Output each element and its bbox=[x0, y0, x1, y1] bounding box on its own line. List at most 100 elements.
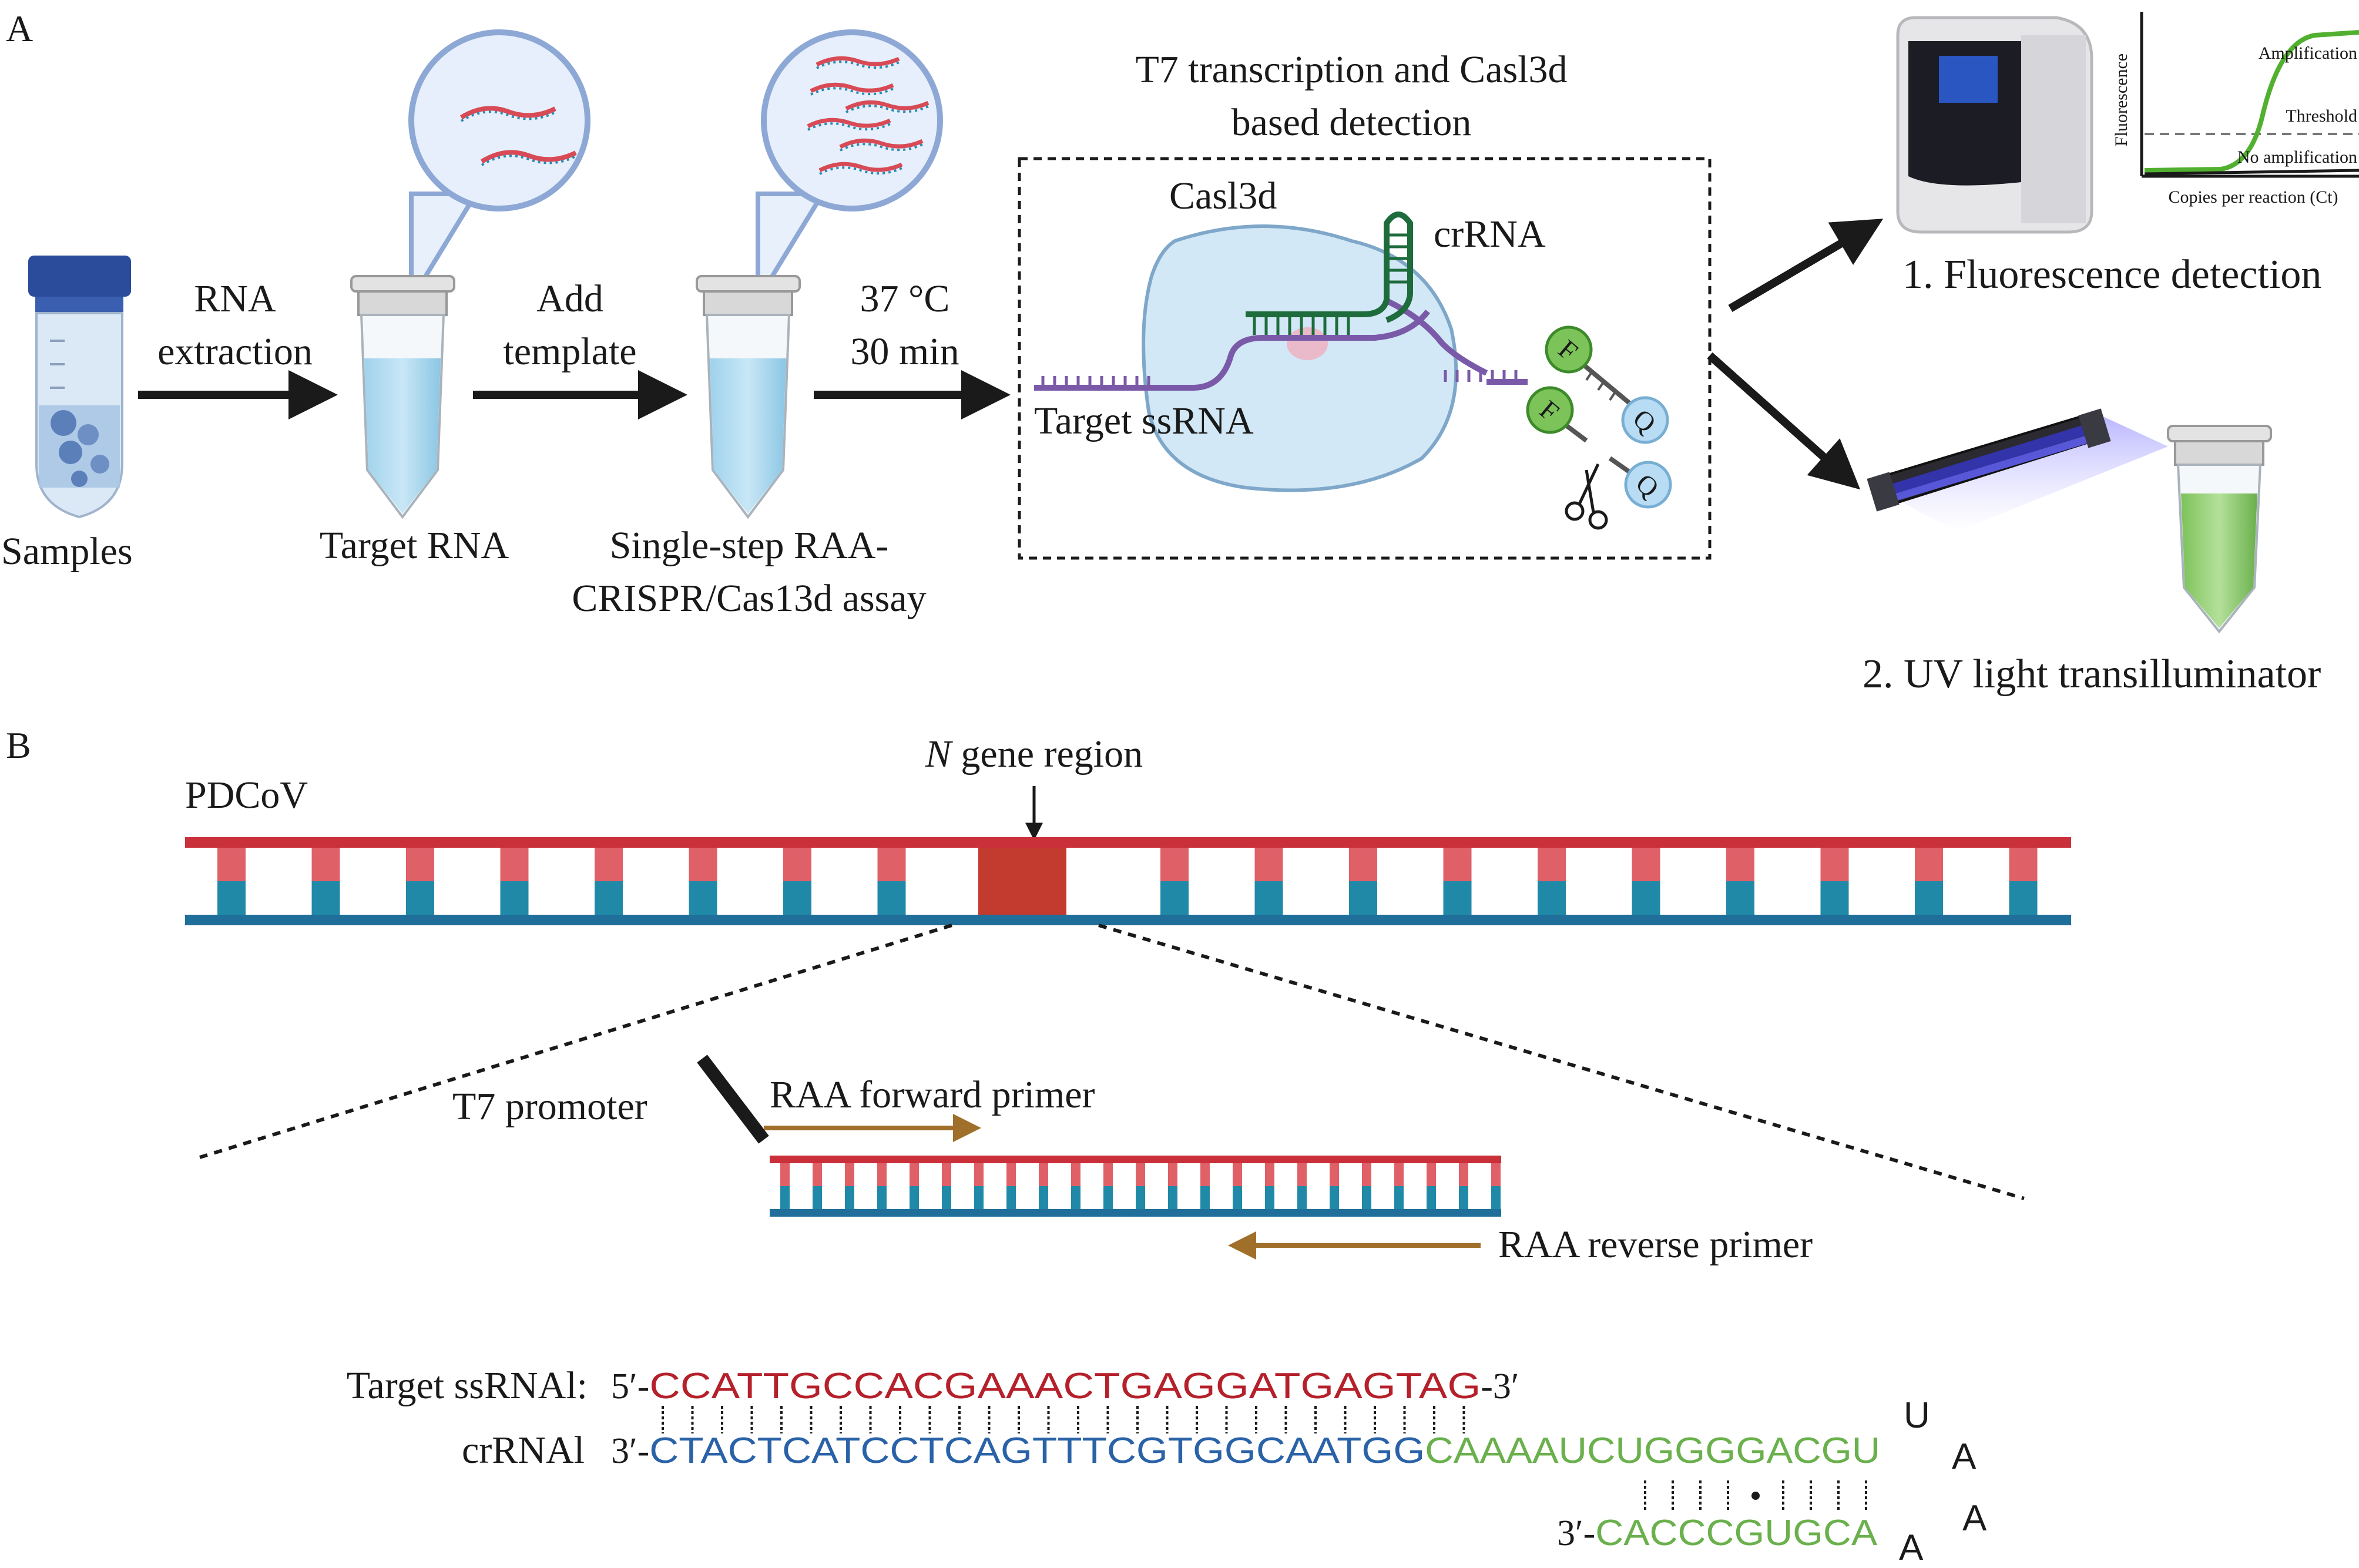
amplicon-rung-bottom bbox=[1200, 1186, 1210, 1209]
plot-no-amplification-label: No amplification bbox=[2237, 147, 2357, 167]
amplification-curve bbox=[2144, 30, 2359, 173]
base-pair-ticks bbox=[662, 1406, 1465, 1433]
genome-rung-top bbox=[1160, 848, 1189, 881]
loop-base-a1: A bbox=[1952, 1436, 1977, 1477]
amplicon-icon bbox=[770, 1156, 1501, 1217]
genome-rung-bottom bbox=[1915, 881, 1943, 915]
fluorescence-detection-label: 1. Fluorescence detection bbox=[1902, 252, 2321, 297]
plot-ylabel: Fluorescence bbox=[2112, 53, 2131, 146]
reporter-cleaved-icon bbox=[1526, 386, 1672, 509]
genome-rung-top bbox=[1632, 848, 1660, 881]
amplicon-rung-bottom bbox=[1330, 1186, 1339, 1209]
genome-rung-bottom bbox=[1254, 881, 1283, 915]
genome-rung-bottom bbox=[217, 881, 246, 915]
amplicon-rung-top bbox=[1459, 1163, 1468, 1186]
reporter-intact-icon bbox=[1545, 325, 1669, 444]
plot-xlabel: Copies per reaction (Ct) bbox=[2168, 187, 2338, 207]
add-template-line1: Add bbox=[536, 277, 603, 320]
crrna-spacer-sequence: CTACTCATCCTCAGTTTCGTGGCAATGG bbox=[649, 1431, 1425, 1471]
amplicon-rung-bottom bbox=[942, 1186, 951, 1209]
hairpin-sequence-line: 3′-CACCCGUGCA bbox=[1557, 1513, 1878, 1553]
genome-rung-bottom bbox=[311, 881, 340, 915]
genome-rung-bottom bbox=[1820, 881, 1849, 915]
amplicon-rung-top bbox=[1006, 1163, 1016, 1186]
genome-rung-bottom bbox=[1632, 881, 1660, 915]
genome-rung-top bbox=[406, 848, 434, 881]
assay-tube-icon bbox=[696, 275, 801, 519]
loop-base-a2: A bbox=[1962, 1498, 1987, 1539]
rna-extraction-line2: extraction bbox=[157, 330, 313, 373]
genome-rung-top bbox=[217, 848, 246, 881]
genome-rung-bottom bbox=[500, 881, 529, 915]
amplicon-rung-top bbox=[877, 1163, 887, 1186]
amplicon-rung-bottom bbox=[1459, 1186, 1468, 1209]
genome-rung-bottom bbox=[1160, 881, 1189, 915]
amplicon-rung-top bbox=[1427, 1163, 1436, 1186]
genome-rung-top bbox=[1820, 848, 1849, 881]
add-template-line2: template bbox=[503, 330, 636, 373]
genome-rung-top bbox=[1349, 848, 1377, 881]
genome-rung-top bbox=[311, 848, 340, 881]
t7-promoter-label: T7 promoter bbox=[452, 1085, 647, 1128]
amplicon-rung-bottom bbox=[1006, 1186, 1016, 1209]
detection-title-line2: based detection bbox=[1231, 101, 1472, 144]
amplicon-rung-bottom bbox=[845, 1186, 854, 1209]
uv-transilluminator-label: 2. UV light transilluminator bbox=[1863, 652, 2321, 697]
n-gene-highlight bbox=[978, 848, 1066, 915]
n-gene-italic: N bbox=[925, 733, 954, 775]
wobble-pair-dot bbox=[1751, 1492, 1760, 1500]
crrna1-label: crRNAl bbox=[462, 1429, 585, 1472]
crrna-hairpin-icon bbox=[1246, 211, 1413, 335]
genome-rung-top bbox=[1726, 848, 1754, 881]
target-prefix: 5′- bbox=[611, 1366, 649, 1406]
arrow-to-fluorescence bbox=[1728, 219, 1884, 313]
assay-line1: Single-step RAA- bbox=[610, 524, 889, 567]
conditions-line2: 30 min bbox=[850, 330, 959, 373]
genome-rung-bottom bbox=[2009, 881, 2038, 915]
amplicon-rung-bottom bbox=[1394, 1186, 1404, 1209]
amplicon-rung-top bbox=[1362, 1163, 1371, 1186]
amplicon-rung-bottom bbox=[877, 1186, 887, 1209]
arrow-to-uv bbox=[1707, 352, 1861, 490]
zoom-line-right bbox=[1098, 924, 2025, 1200]
crrna-sequence-line: 3′-CTACTCATCCTCAGTTTCGTGGCAATGGCAAAAUCUG… bbox=[611, 1431, 1880, 1471]
samples-label: Samples bbox=[1, 530, 133, 573]
target-sequence: CCATTGCCACGAAACTGAGGATGAGTAG bbox=[649, 1366, 1481, 1406]
amplicon-rung-top bbox=[1039, 1163, 1048, 1186]
genome-rung-top bbox=[1443, 848, 1472, 881]
amplicon-rung-top bbox=[1168, 1163, 1177, 1186]
amplicon-rung-bottom bbox=[974, 1186, 984, 1209]
amplicon-rung-bottom bbox=[910, 1186, 919, 1209]
genome-rung-top bbox=[2009, 848, 2038, 881]
amplicon-rung-bottom bbox=[1297, 1186, 1307, 1209]
amplicon-rung-bottom bbox=[1427, 1186, 1436, 1209]
amplicon-rung-top bbox=[1071, 1163, 1080, 1186]
genome-rung-top bbox=[1538, 848, 1566, 881]
target-rna-label: Target RNA bbox=[320, 524, 509, 567]
genome-rung-top bbox=[595, 848, 623, 881]
amplicon-rung-bottom bbox=[1071, 1186, 1080, 1209]
amplicon-rung-top bbox=[1136, 1163, 1145, 1186]
no-amplification-curve bbox=[2144, 169, 2359, 176]
amplicon-rung-top bbox=[942, 1163, 951, 1186]
amplicon-rung-top bbox=[1233, 1163, 1242, 1186]
rna-bubble-2-icon bbox=[756, 29, 943, 308]
genome-rung-bottom bbox=[689, 881, 717, 915]
plot-amplification-label: Amplification bbox=[2259, 43, 2357, 63]
target-rna-tube-icon bbox=[350, 275, 455, 519]
amplicon-rung-bottom bbox=[813, 1186, 822, 1209]
uv-transilluminator-icon bbox=[1867, 408, 2168, 532]
amplicon-rung-top bbox=[845, 1163, 854, 1186]
amplicon-rung-top bbox=[1394, 1163, 1404, 1186]
genome-rung-bottom bbox=[595, 881, 623, 915]
plot-threshold-label: Threshold bbox=[2286, 106, 2357, 126]
target-ssrna-label: Target ssRNA bbox=[1034, 399, 1254, 442]
genome-rung-bottom bbox=[406, 881, 434, 915]
genome-rung-bottom bbox=[1349, 881, 1377, 915]
amplicon-rung-top bbox=[910, 1163, 919, 1186]
t7-promoter-bar bbox=[697, 1055, 769, 1144]
scissors-icon bbox=[1565, 463, 1608, 530]
panel-a-label: A bbox=[6, 8, 33, 49]
amplicon-rung-top bbox=[780, 1163, 790, 1186]
amplification-plot bbox=[2140, 12, 2359, 178]
